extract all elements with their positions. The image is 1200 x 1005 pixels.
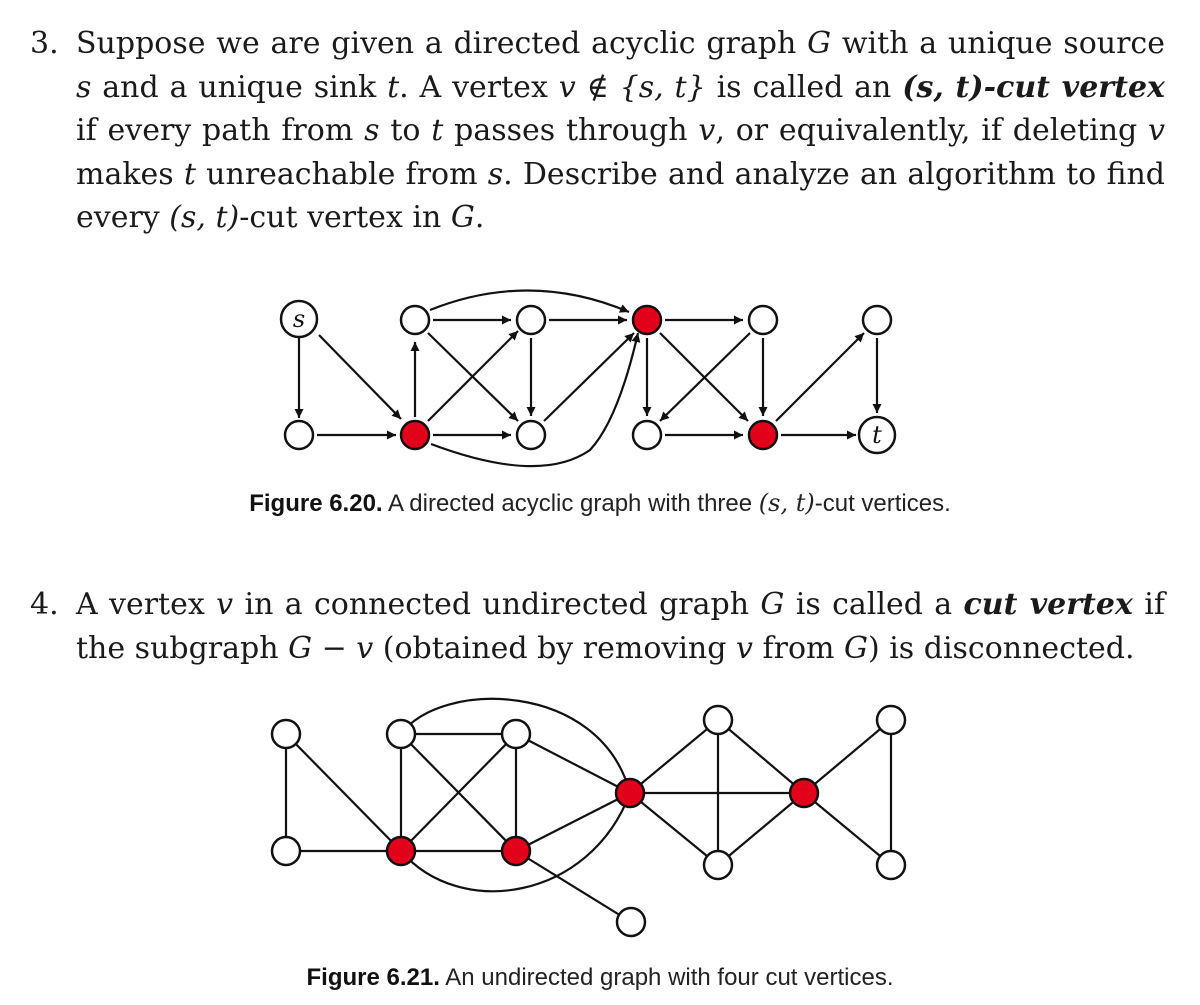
node-cut-b2 — [385, 835, 417, 867]
node-a5 — [861, 304, 893, 336]
dag-edges — [294, 289, 882, 468]
node-a2 — [515, 304, 547, 336]
problem-number: 4. — [30, 587, 59, 622]
edge-b5-a5 — [775, 332, 865, 422]
edge-b3-p — [515, 850, 632, 923]
node-b4 — [631, 419, 663, 451]
figure-6-20-dag: s t — [279, 289, 897, 468]
defined-term: (s, t)-cut vertex — [902, 69, 1165, 105]
node-b3 — [515, 419, 547, 451]
edge-d2-e — [717, 792, 805, 866]
node-d2 — [702, 849, 734, 881]
node-cut-e — [788, 777, 820, 809]
node-cut-b2 — [399, 419, 431, 451]
figure-6-20-caption: Figure 6.20. A directed acyclic graph wi… — [249, 489, 951, 517]
edge-d1-e — [717, 719, 805, 794]
node-d1 — [702, 704, 734, 736]
graph-edges — [284, 697, 893, 923]
edge-b3-c — [515, 792, 631, 852]
edge-b2-c-curve — [400, 792, 632, 893]
figure-6-21-caption: Figure 6.21. An undirected graph with fo… — [306, 964, 894, 991]
node-a1 — [270, 718, 302, 750]
edge-c-d2 — [629, 792, 719, 866]
edge-a1-a3-curve — [429, 289, 630, 314]
figure-6-21-undirected-graph — [270, 697, 907, 938]
node-cut-a3 — [631, 304, 663, 336]
problem-number: 3. — [30, 26, 59, 61]
node-f1 — [875, 704, 907, 736]
graph-nodes — [270, 704, 907, 938]
node-a1 — [399, 304, 431, 336]
node-s — [279, 299, 319, 339]
edge-b2-a3-curve — [430, 332, 641, 468]
edge-b3-a3 — [543, 332, 635, 422]
problem-4: 4. A vertex v in a connected undirected … — [30, 583, 1165, 670]
problem-3: 3. Suppose we are given a directed acycl… — [30, 22, 1165, 240]
node-cut-c — [614, 777, 646, 809]
problem-text: A vertex v in a connected undirected gra… — [76, 587, 1165, 666]
node-a2 — [385, 718, 417, 750]
edge-c-d1 — [629, 719, 719, 794]
edge-a1-b2 — [285, 733, 402, 852]
edge-a4-b4 — [659, 332, 751, 422]
node-a4 — [747, 304, 779, 336]
node-b1 — [270, 835, 302, 867]
edge-s-b2 — [318, 334, 402, 420]
node-t-label: t — [872, 421, 882, 449]
edge-a3-c — [515, 733, 631, 794]
node-p — [615, 906, 647, 938]
node-f2 — [875, 849, 907, 881]
defined-term: cut vertex — [963, 587, 1133, 622]
node-s-label: s — [293, 305, 305, 333]
node-cut-b5 — [747, 419, 779, 451]
edge-a1-b3 — [427, 332, 519, 422]
problem-text: Suppose we are given a directed acyclic … — [76, 26, 1165, 235]
node-cut-b3 — [500, 835, 532, 867]
node-t — [857, 415, 897, 455]
edge-e-f1 — [803, 719, 892, 794]
edge-a2-c-curve — [400, 697, 632, 794]
edge-b2-a3 — [400, 733, 517, 852]
node-b1 — [283, 419, 315, 451]
edge-e-f2 — [803, 792, 892, 866]
node-a3 — [500, 718, 532, 750]
dag-nodes: s t — [279, 299, 897, 455]
